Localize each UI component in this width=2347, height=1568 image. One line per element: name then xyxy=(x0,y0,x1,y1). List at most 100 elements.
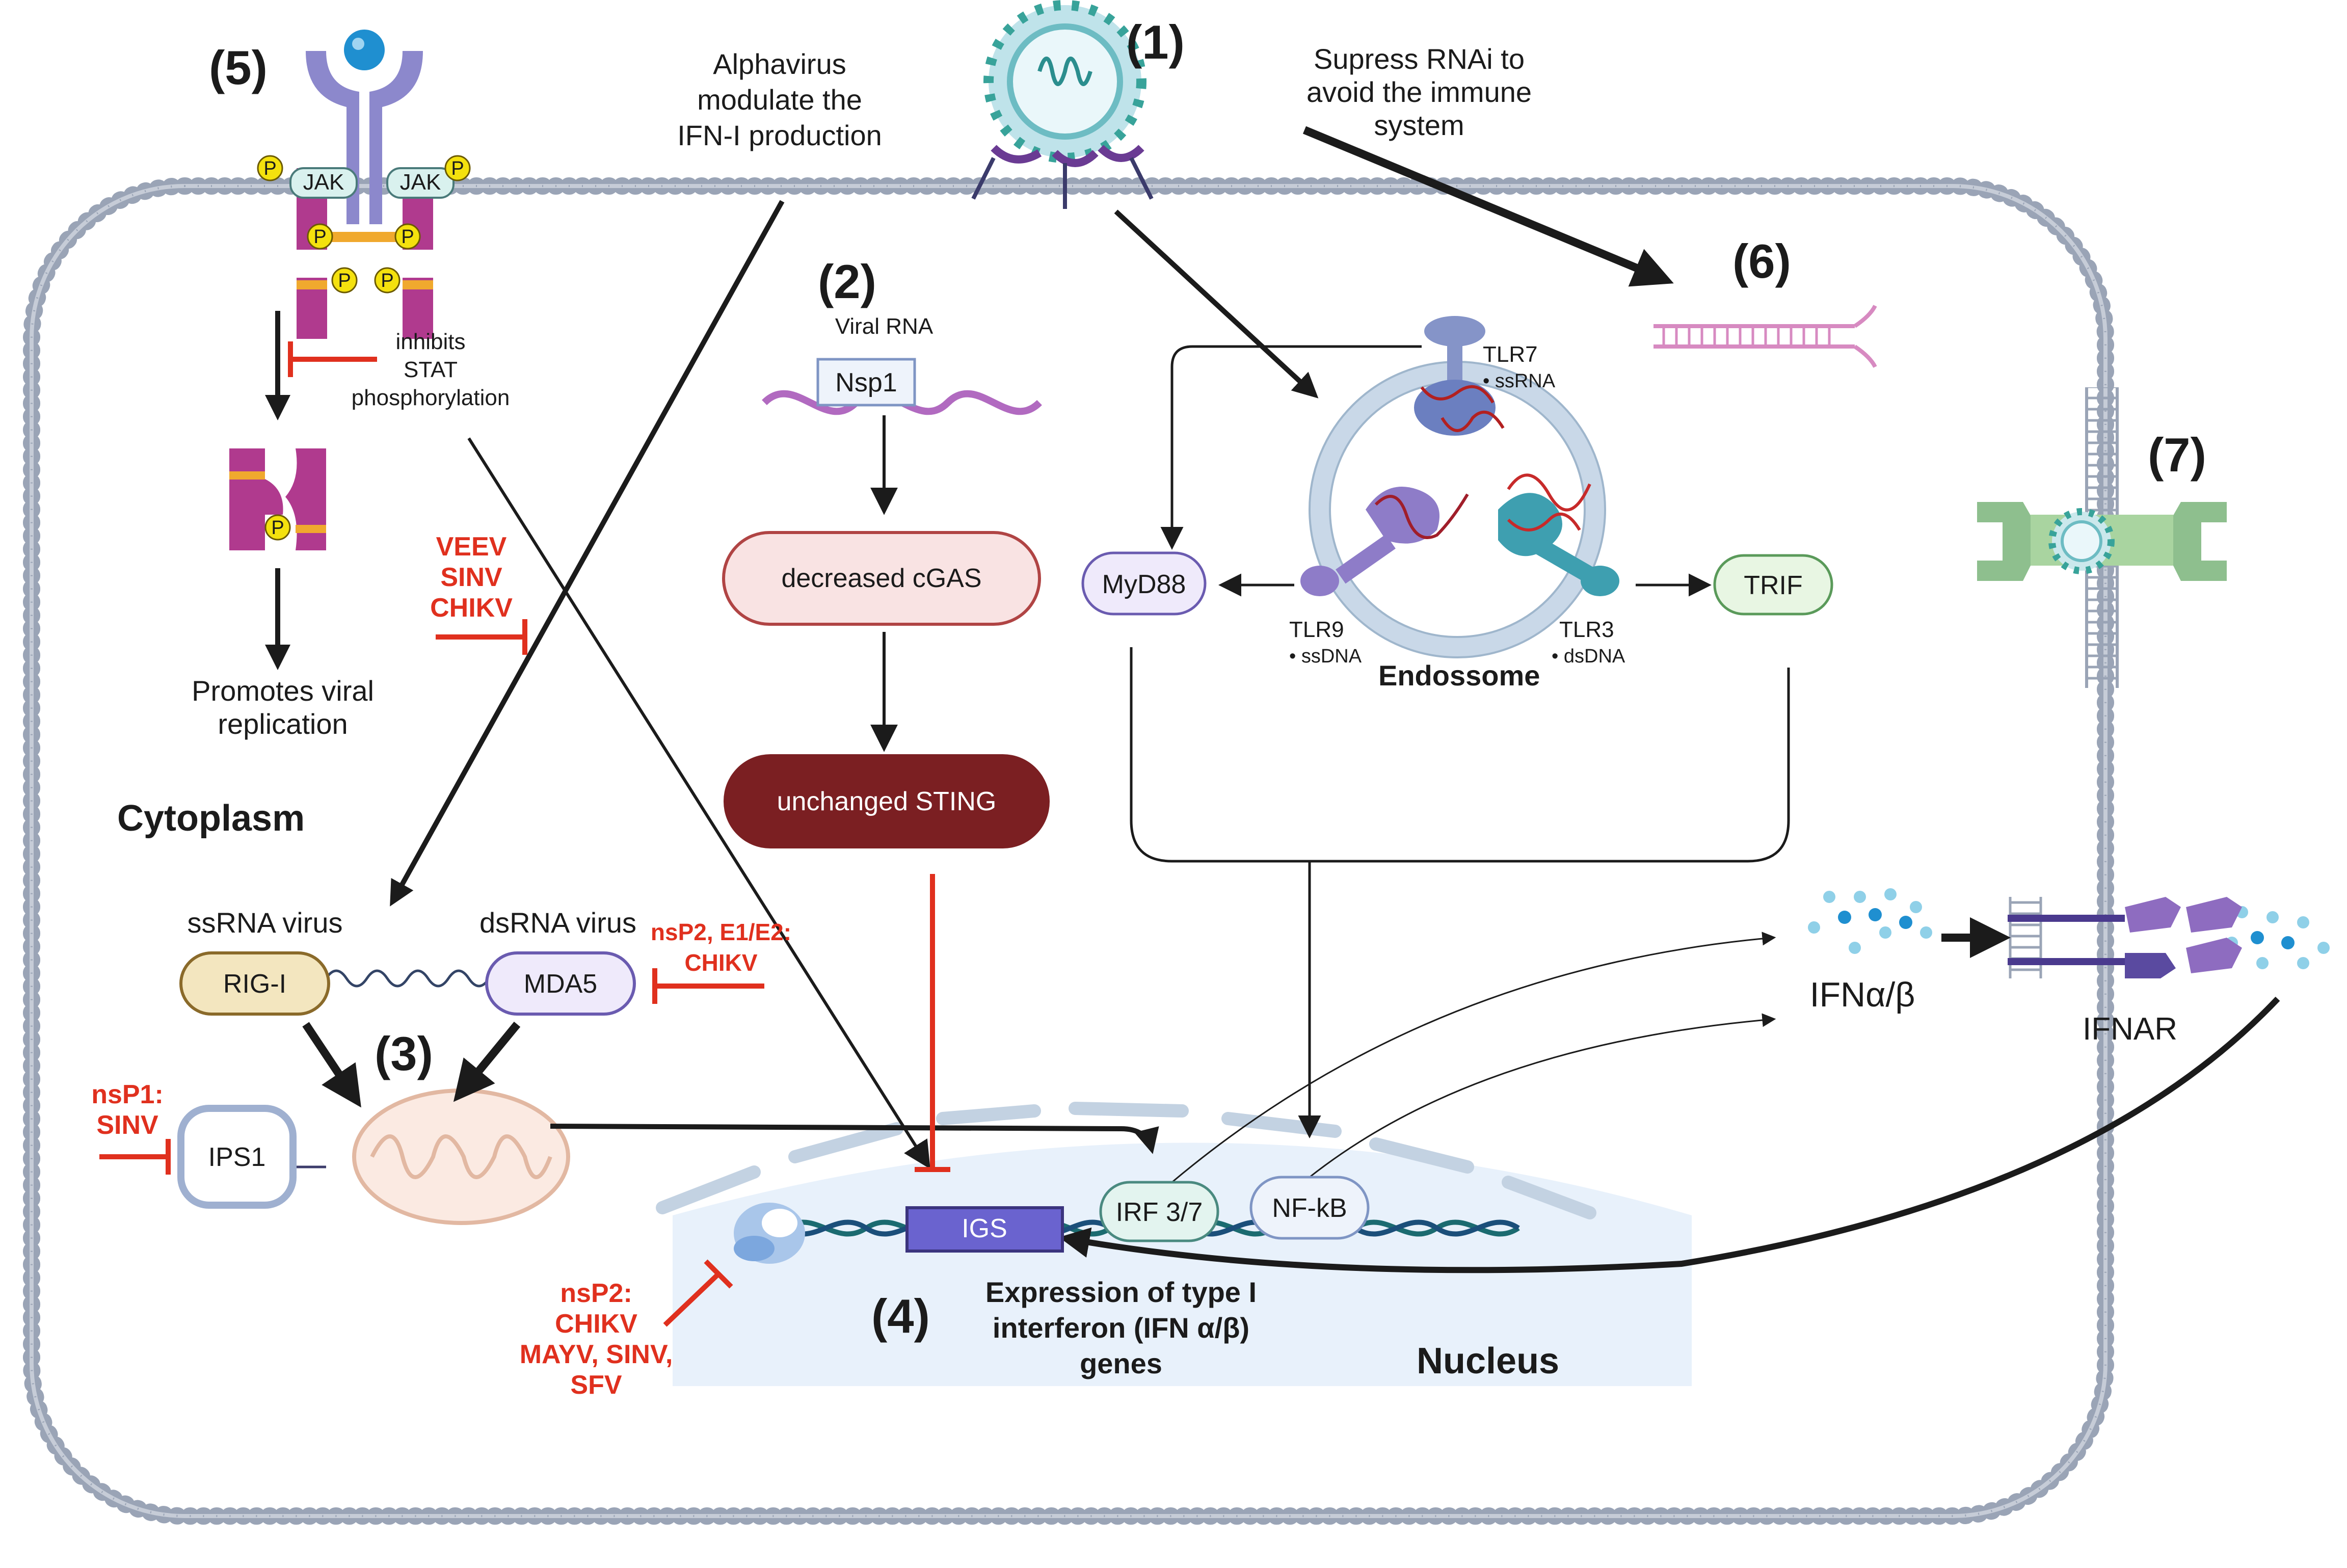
svg-text:inhibits: inhibits xyxy=(396,329,466,354)
mitochondrion-icon xyxy=(352,1088,570,1225)
membrane-channel-icon xyxy=(1977,387,2227,688)
myd88-node[interactable]: MyD88 xyxy=(1081,551,1207,616)
myd88-label: MyD88 xyxy=(1102,570,1186,599)
small-rna-icon xyxy=(1653,305,1877,368)
nsp1-label: Nsp1 xyxy=(835,368,897,397)
jak-left-label: JAK xyxy=(303,170,344,195)
svg-text:modulate the: modulate the xyxy=(697,84,862,116)
tlr9-icon xyxy=(1300,487,1469,596)
marker-3: (3) xyxy=(375,1027,433,1080)
svg-text:VEEV: VEEV xyxy=(436,532,507,562)
nucleus-label: Nucleus xyxy=(1417,1341,1559,1381)
alphavirus-annotation: Alphavirus modulate the IFN-I production xyxy=(677,48,882,151)
rnai-annotation: Supress RNAi to avoid the immune system xyxy=(1306,43,1532,141)
svg-text:phosphorylation: phosphorylation xyxy=(352,385,510,410)
marker-7: (7) xyxy=(2148,428,2206,482)
tlr3-icon xyxy=(1498,473,1619,596)
svg-text:Alphavirus: Alphavirus xyxy=(713,48,846,80)
svg-text:P: P xyxy=(401,226,414,248)
svg-text:P: P xyxy=(271,517,284,539)
igs-label: IGS xyxy=(962,1214,1007,1243)
cgas-node[interactable]: decreased cGAS xyxy=(722,531,1041,626)
sting-node[interactable]: unchanged STING xyxy=(724,754,1050,848)
nsp1-inhibitor-label: nsP1: SINV xyxy=(91,1080,164,1140)
tlr3-label: TLR3 xyxy=(1559,617,1614,642)
sting-label: unchanged STING xyxy=(777,787,997,816)
igs-node[interactable]: IGS xyxy=(905,1206,1064,1253)
alphavirus-particle-icon xyxy=(971,0,1154,209)
phospho-icon: P P P P P P xyxy=(257,155,471,294)
marker-4: (4) xyxy=(871,1289,930,1343)
nfkb-node[interactable]: NF-kB xyxy=(1249,1176,1370,1240)
svg-text:P: P xyxy=(451,158,464,179)
polymerase-icon xyxy=(734,1203,805,1264)
svg-text:Expression of type I: Expression of type I xyxy=(985,1276,1257,1308)
nsp2-e1e2-inhibitor-label: nsP2, E1/E2: CHIKV xyxy=(651,919,791,976)
expression-annotation: Expression of type I interferon (IFN α/β… xyxy=(985,1276,1257,1379)
trif-node[interactable]: TRIF xyxy=(1713,554,1833,616)
svg-text:interferon (IFN α/β): interferon (IFN α/β) xyxy=(993,1312,1249,1344)
marker-1: (1) xyxy=(1126,15,1185,69)
tlr9-sub-label: • ssDNA xyxy=(1289,646,1362,667)
svg-text:SFV: SFV xyxy=(570,1370,622,1400)
endosome-label: Endossome xyxy=(1378,659,1540,692)
svg-text:CHIKV: CHIKV xyxy=(555,1309,637,1339)
rig-i-node[interactable]: RIG-I xyxy=(179,951,330,1016)
nsp2-inhibitor-label: nsP2: CHIKV MAYV, SINV, SFV xyxy=(520,1279,673,1400)
ifn-molecules-icon xyxy=(1808,888,2330,969)
svg-text:STAT: STAT xyxy=(404,357,458,382)
ips1-label: IPS1 xyxy=(208,1142,266,1172)
svg-text:genes: genes xyxy=(1080,1347,1162,1379)
svg-text:IFN-I production: IFN-I production xyxy=(677,119,882,151)
rig-i-label: RIG-I xyxy=(223,969,286,999)
ips1-node[interactable]: IPS1 xyxy=(177,1105,326,1209)
svg-text:P: P xyxy=(313,226,326,248)
svg-text:replication: replication xyxy=(218,708,348,740)
svg-text:CHIKV: CHIKV xyxy=(430,593,513,623)
svg-text:nsP2, E1/E2:: nsP2, E1/E2: xyxy=(651,919,791,945)
marker-2: (2) xyxy=(818,255,876,308)
ssrna-virus-label: ssRNA virus xyxy=(188,907,343,939)
inhibition-connectors xyxy=(99,341,950,1327)
svg-text:P: P xyxy=(263,158,276,179)
rna-squiggle-icon xyxy=(325,969,511,988)
svg-text:SINV: SINV xyxy=(440,563,502,592)
viral-rna-label: Viral RNA xyxy=(835,314,934,339)
mda5-node[interactable]: MDA5 xyxy=(485,951,636,1016)
dsrna-virus-label: dsRNA virus xyxy=(479,907,636,939)
nuclear-envelope xyxy=(656,1102,1596,1219)
svg-text:SINV: SINV xyxy=(96,1110,158,1140)
marker-5: (5) xyxy=(209,41,268,94)
ifn-label: IFNα/β xyxy=(1810,975,1915,1014)
svg-text:MAYV, SINV,: MAYV, SINV, xyxy=(520,1340,673,1369)
tlr7-icon xyxy=(1414,316,1505,436)
ifnar-receptor-icon xyxy=(2008,897,2242,978)
svg-text:nsP2:: nsP2: xyxy=(560,1279,632,1308)
svg-text:system: system xyxy=(1374,109,1464,141)
svg-text:Supress RNAi to: Supress RNAi to xyxy=(1314,43,1525,75)
trif-label: TRIF xyxy=(1744,571,1803,600)
nsp1-node[interactable]: Nsp1 xyxy=(816,358,916,407)
marker-6: (6) xyxy=(1732,234,1791,288)
svg-text:nsP1:: nsP1: xyxy=(91,1080,164,1109)
tlr7-sub-label: • ssRNA xyxy=(1483,370,1556,392)
nfkb-label: NF-kB xyxy=(1272,1193,1347,1223)
ifn-receptor-jak: JAK JAK P P P P P P xyxy=(257,30,471,339)
svg-text:P: P xyxy=(338,270,351,291)
connectors xyxy=(265,126,2280,1273)
cell-membrane xyxy=(23,177,2114,1525)
cytoplasm-label: Cytoplasm xyxy=(117,798,305,839)
irf-node[interactable]: IRF 3/7 xyxy=(1099,1181,1219,1242)
nucleus xyxy=(656,1102,1692,1386)
ifnar-label: IFNAR xyxy=(2083,1012,2177,1047)
svg-text:Promotes viral: Promotes viral xyxy=(192,675,374,707)
mda5-label: MDA5 xyxy=(524,969,597,999)
tlr9-label: TLR9 xyxy=(1289,617,1344,642)
veev-inhibitor-label: VEEV SINV CHIKV xyxy=(430,532,513,623)
tlr7-label: TLR7 xyxy=(1483,342,1538,367)
stat-dimer-icon: P xyxy=(229,448,326,550)
jak-right-label: JAK xyxy=(400,170,441,195)
irf-label: IRF 3/7 xyxy=(1116,1198,1203,1227)
svg-text:P: P xyxy=(381,270,393,291)
